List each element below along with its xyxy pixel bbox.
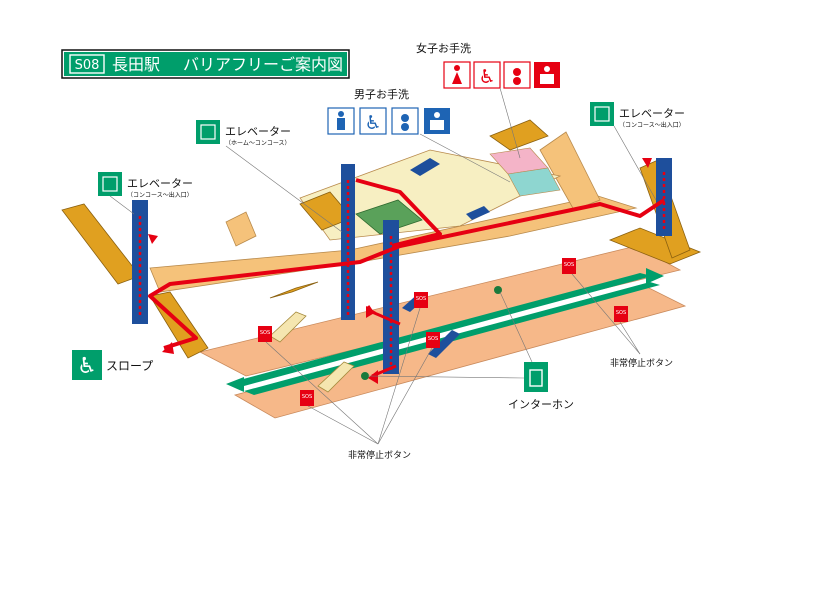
mens-restroom-area	[507, 167, 561, 197]
elevator-sub-center: （ホーム〜コンコース）	[225, 140, 291, 147]
concourse-branch-left	[225, 211, 257, 247]
route-vertical-dashed	[138, 172, 666, 370]
ostomate-icon	[424, 108, 450, 134]
elevator-pillar-left	[132, 200, 148, 324]
route-center-loop	[355, 178, 442, 248]
sos-button-icon: SOS	[414, 292, 428, 308]
route-main	[148, 198, 666, 350]
baby-icon	[391, 107, 419, 135]
womens-restroom-sign: 女子お手洗 ♿	[416, 41, 560, 89]
womens-restroom-label: 女子お手洗	[416, 41, 471, 55]
slope-label: スロープ	[106, 359, 153, 373]
elevator-label-left: エレベーター	[127, 177, 193, 190]
svg-text:SOS: SOS	[564, 262, 574, 268]
elevator-sub-right: （コンコース〜出入口）	[619, 121, 685, 129]
exit-stairs-upper	[489, 119, 549, 151]
ostomate-icon	[534, 62, 560, 88]
intercom-dot-near	[361, 372, 369, 380]
svg-text:SOS: SOS	[302, 394, 312, 400]
station-name: 長田駅	[112, 55, 160, 74]
svg-text:SOS: SOS	[616, 310, 626, 316]
baby-icon	[503, 61, 531, 89]
svg-text:SOS: SOS	[260, 330, 270, 336]
sos-button-icon: SOS	[426, 332, 440, 348]
mens-restroom-label: 男子お手洗	[354, 87, 409, 101]
intercom-sign: インターホン	[367, 291, 574, 411]
sos-button-icon: SOS	[562, 258, 576, 274]
elevator-label-right: エレベーター	[619, 107, 685, 120]
sos-button-icon: SOS	[258, 326, 272, 342]
elevator-sign-left: エレベーター （コンコース〜出入口）	[98, 172, 193, 215]
intercom-icon	[524, 362, 548, 392]
escalator-concourse-2	[466, 206, 490, 220]
escalator-near	[428, 330, 460, 358]
mens-restroom-sign: 男子お手洗 ♿	[327, 87, 450, 135]
elevator-sign-right: エレベーター （コンコース〜出入口）	[590, 102, 685, 201]
sos-button-icon: SOS	[614, 306, 628, 322]
woman-icon	[443, 61, 471, 89]
platform-stairs-far	[269, 311, 307, 343]
intercom-label: インターホン	[508, 398, 574, 411]
elevator-sign-center: エレベーター （ホーム〜コンコース）	[196, 120, 343, 233]
platform-stairs-near	[317, 361, 355, 393]
slope-sign: ♿ スロープ	[72, 350, 153, 380]
svg-text:♿: ♿	[364, 112, 381, 134]
emergency-leader-lines	[265, 273, 641, 445]
elevator-label-center: エレベーター	[225, 125, 291, 138]
sos-buttons: SOS SOS SOS SOS SOS SOS	[258, 258, 628, 406]
title-bar: S08 長田駅 バリアフリーご案内図	[61, 49, 350, 79]
emergency-stop-label-center: 非常停止ボタン	[348, 449, 411, 461]
track-arrow-west	[226, 377, 244, 392]
center-block	[355, 199, 423, 235]
map-subtitle: バリアフリーご案内図	[183, 55, 343, 74]
platform-connector-stairs	[269, 281, 319, 299]
wheelchair-icon: ♿	[473, 61, 501, 89]
man-icon	[327, 107, 355, 135]
svg-text:SOS: SOS	[428, 336, 438, 342]
station-code: S08	[75, 58, 100, 73]
wheelchair-icon	[72, 350, 102, 380]
svg-text:SOS: SOS	[416, 296, 426, 302]
platform-far	[198, 245, 682, 377]
sos-button-icon: SOS	[300, 390, 314, 406]
route-arrows	[148, 158, 652, 384]
elevator-sub-left: （コンコース〜出入口）	[127, 191, 193, 199]
elevator-icon	[98, 172, 122, 196]
wheelchair-icon: ♿	[359, 107, 387, 135]
intercom-dot-far	[494, 286, 502, 294]
escalator-concourse-1	[410, 158, 440, 176]
elevator-icon	[590, 102, 614, 126]
svg-text:♿: ♿	[77, 354, 97, 379]
exit-stairs-left	[61, 203, 141, 285]
platform-level	[198, 245, 687, 419]
elevator-icon	[196, 120, 220, 144]
track-line-1	[232, 273, 652, 386]
track-arrow-east	[646, 268, 664, 284]
emergency-stop-label-right: 非常停止ボタン	[610, 357, 673, 369]
concourse-branch-right	[539, 131, 601, 211]
svg-text:♿: ♿	[478, 66, 495, 88]
